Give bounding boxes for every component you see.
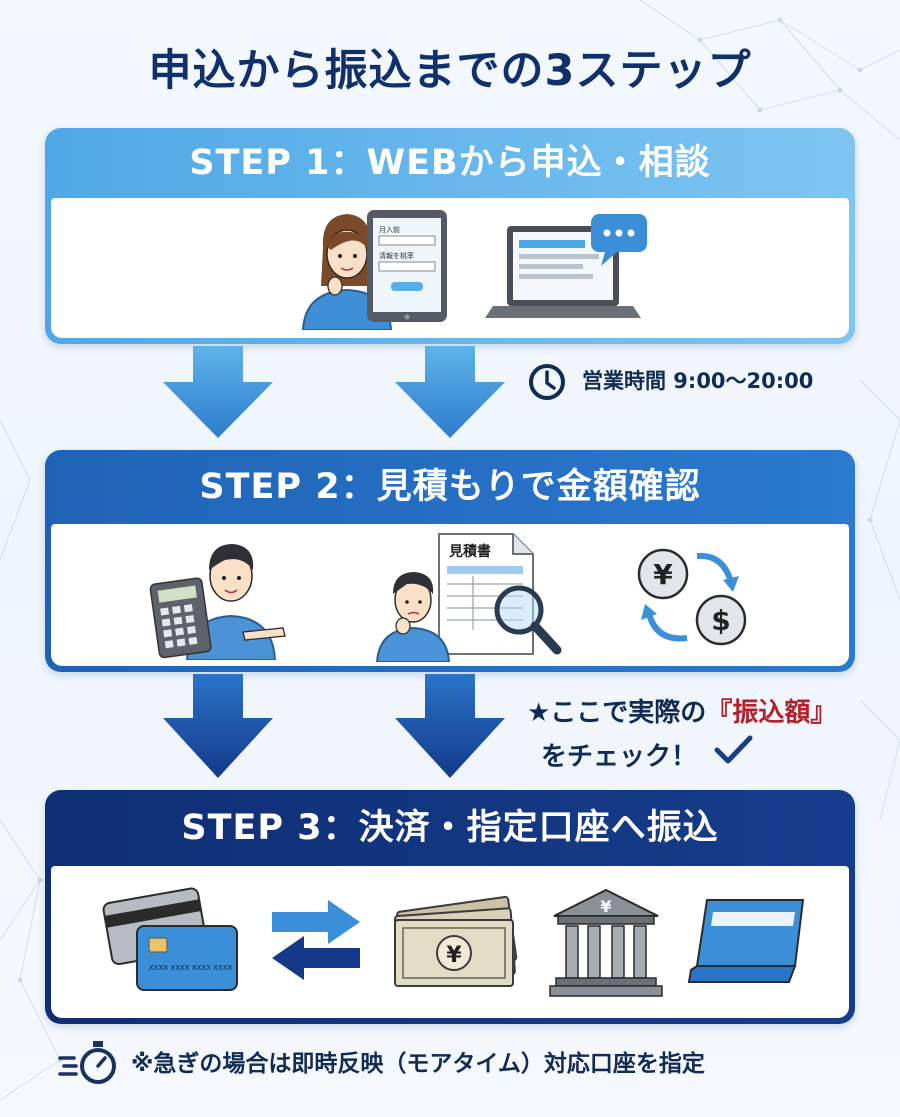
transfer-amount-highlight: 『振込額』 bbox=[706, 698, 837, 728]
checkmark-icon bbox=[714, 735, 753, 764]
bank-passbook-icon bbox=[687, 899, 805, 983]
check-note-line-2-text: をチェック！ bbox=[541, 742, 698, 772]
laptop-chat-icon bbox=[485, 214, 647, 318]
footer-note: ※急ぎの場合は即時反映（モアタイム）対応口座を指定 bbox=[131, 1051, 705, 1077]
page-title: 申込から振込までの3ステップ bbox=[148, 46, 752, 96]
step-3-illustrations: XXXX XXXX XXXX XXXX ¥ ¥ bbox=[51, 866, 849, 1018]
step-1-heading: STEP 1：WEBから申込・相談 bbox=[189, 143, 711, 183]
tablet-field-2-label: 清報を桃率 bbox=[379, 251, 414, 260]
down-arrow-icon bbox=[163, 674, 273, 778]
check-note-line-2: をチェック！ bbox=[541, 736, 697, 773]
step-1-panel: STEP 1：WEBから申込・相談 月入前 清報を桃率 bbox=[45, 128, 855, 344]
step-2-panel: STEP 2：見積もりで金額確認 bbox=[45, 450, 855, 672]
down-arrow-icon bbox=[163, 346, 273, 438]
check-note-line-1: ★ここで実際の『振込額』 bbox=[527, 692, 836, 729]
estimate-doc-title: 見積書 bbox=[448, 543, 491, 560]
estimate-review-icon: 見積書 bbox=[375, 533, 562, 662]
business-hours-note: 営業時間 9:00〜20:00 bbox=[582, 369, 814, 393]
card-number-text: XXXX XXXX XXXX XXXX bbox=[149, 964, 233, 972]
yen-symbol: ¥ bbox=[653, 558, 673, 591]
bank-building-icon: ¥ bbox=[549, 888, 663, 997]
transfer-arrows-icon bbox=[272, 900, 360, 980]
tablet-field-1-label: 月入前 bbox=[379, 225, 400, 234]
banknote-icon: ¥ bbox=[393, 895, 518, 987]
check-note-prefix: ★ここで実際の bbox=[527, 698, 707, 728]
step-2-illustrations: 見積書 ¥ $ bbox=[51, 524, 849, 666]
step-3-heading: STEP 3：決済・指定口座へ振込 bbox=[181, 808, 719, 848]
banknote-yen-symbol: ¥ bbox=[446, 943, 462, 968]
stopwatch-icon bbox=[58, 1041, 116, 1084]
clock-icon bbox=[529, 364, 565, 400]
woman-with-tablet-icon: 月入前 清報を桃率 bbox=[301, 210, 447, 330]
down-arrow-icon bbox=[395, 346, 505, 438]
down-arrow-icon bbox=[395, 674, 505, 778]
credit-card-icon: XXXX XXXX XXXX XXXX bbox=[102, 887, 238, 991]
step-2-heading: STEP 2：見積もりで金額確認 bbox=[199, 467, 701, 507]
bank-yen-symbol: ¥ bbox=[600, 897, 611, 916]
step-3-panel: STEP 3：決済・指定口座へ振込 XXXX XXXX XXXX XXXX bbox=[45, 790, 855, 1024]
dollar-symbol: $ bbox=[711, 604, 730, 637]
man-with-calculator-icon bbox=[149, 544, 286, 660]
step-1-illustrations: 月入前 清報を桃率 bbox=[51, 198, 849, 338]
currency-exchange-icon: ¥ $ bbox=[637, 548, 747, 646]
